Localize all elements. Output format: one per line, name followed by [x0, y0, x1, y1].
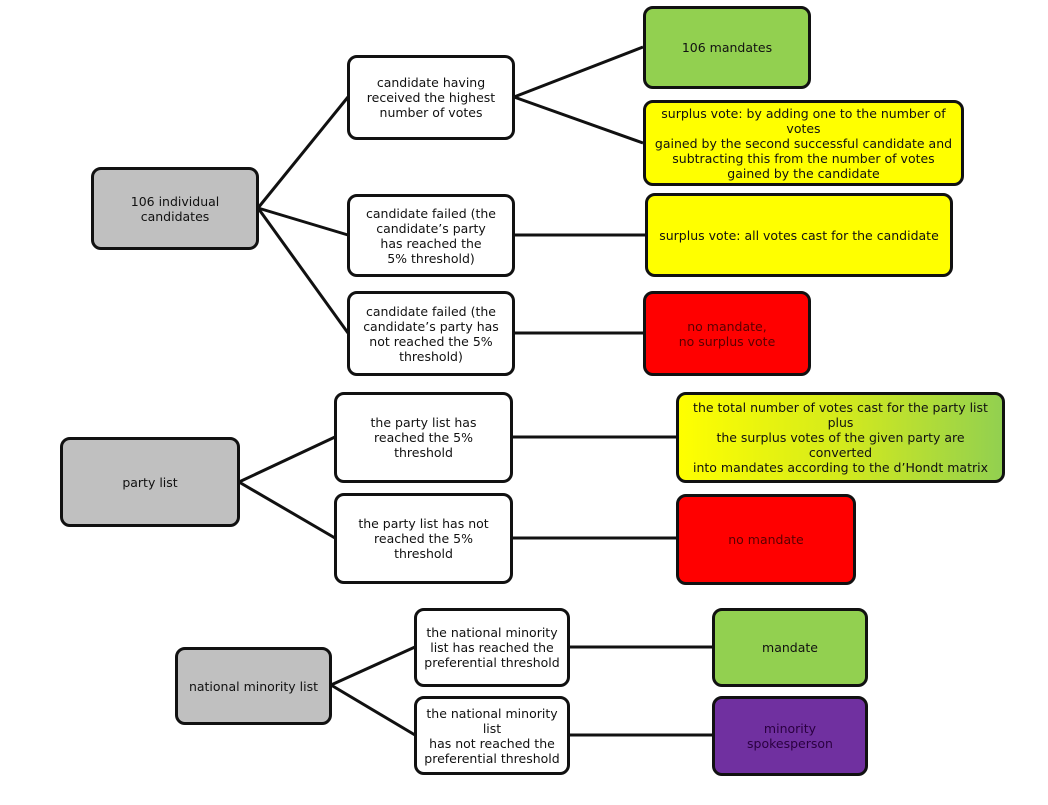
condition-minority-not-reached: the national minority list has not reach… — [414, 696, 570, 775]
outcome-mandate: mandate — [712, 608, 868, 687]
outcome-no-mandate-no-surplus: no mandate, no surplus vote — [643, 291, 811, 376]
connector — [256, 207, 350, 334]
node-label: minority spokesperson — [747, 721, 833, 751]
condition-party-list-not-reached: the party list has not reached the 5% th… — [334, 493, 513, 584]
node-label: surplus vote: all votes cast for the can… — [659, 227, 939, 243]
node-label: the party list has reached the 5% thresh… — [370, 415, 477, 460]
root-individual-candidates: 106 individual candidates — [91, 167, 259, 250]
condition-minority-reached: the national minority list has reached t… — [414, 608, 570, 687]
node-label: no mandate — [728, 532, 804, 547]
connector — [330, 645, 416, 687]
outcome-no-mandate: no mandate — [676, 494, 856, 585]
condition-failed-party-reached: candidate failed (the candidate’s party … — [347, 194, 515, 277]
node-label: the national minority list has not reach… — [424, 705, 560, 766]
node-label: the national minority list has reached t… — [424, 625, 560, 670]
connector — [513, 95, 644, 145]
node-label: surplus vote: by adding one to the numbe… — [654, 105, 953, 181]
connector — [257, 206, 349, 237]
node-label: candidate failed (the candidate’s party … — [365, 205, 497, 266]
connector — [330, 683, 416, 737]
connector — [238, 480, 336, 540]
connector — [238, 435, 336, 484]
outcome-surplus-vote-all: surplus vote: all votes cast for the can… — [645, 193, 953, 277]
outcome-106-mandates: 106 mandates — [643, 6, 811, 89]
node-label: candidate failed (the candidate’s party … — [363, 303, 499, 364]
node-label: the total number of votes cast for the p… — [692, 400, 988, 475]
node-label: the party list has not reached the 5% th… — [358, 516, 489, 561]
outcome-minority-spokesperson: minority spokesperson — [712, 696, 868, 776]
condition-failed-party-not-reached: candidate failed (the candidate’s party … — [347, 291, 515, 376]
root-national-minority-list: national minority list — [175, 647, 332, 725]
condition-party-list-reached: the party list has reached the 5% thresh… — [334, 392, 513, 483]
node-label: party list — [122, 474, 178, 490]
node-label: candidate having received the highest nu… — [366, 75, 496, 120]
root-party-list: party list — [60, 437, 240, 527]
node-label: mandate — [762, 640, 818, 655]
node-label: 106 mandates — [681, 40, 773, 55]
outcome-dhondt-conversion: the total number of votes cast for the p… — [676, 392, 1005, 483]
node-label: no mandate, no surplus vote — [678, 318, 776, 349]
connector — [513, 45, 644, 99]
node-label: 106 individual candidates — [130, 193, 220, 224]
outcome-surplus-vote-highest: surplus vote: by adding one to the numbe… — [643, 100, 964, 186]
connector — [256, 96, 350, 209]
node-label: national minority list — [188, 678, 319, 694]
condition-highest-votes: candidate having received the highest nu… — [347, 55, 515, 140]
